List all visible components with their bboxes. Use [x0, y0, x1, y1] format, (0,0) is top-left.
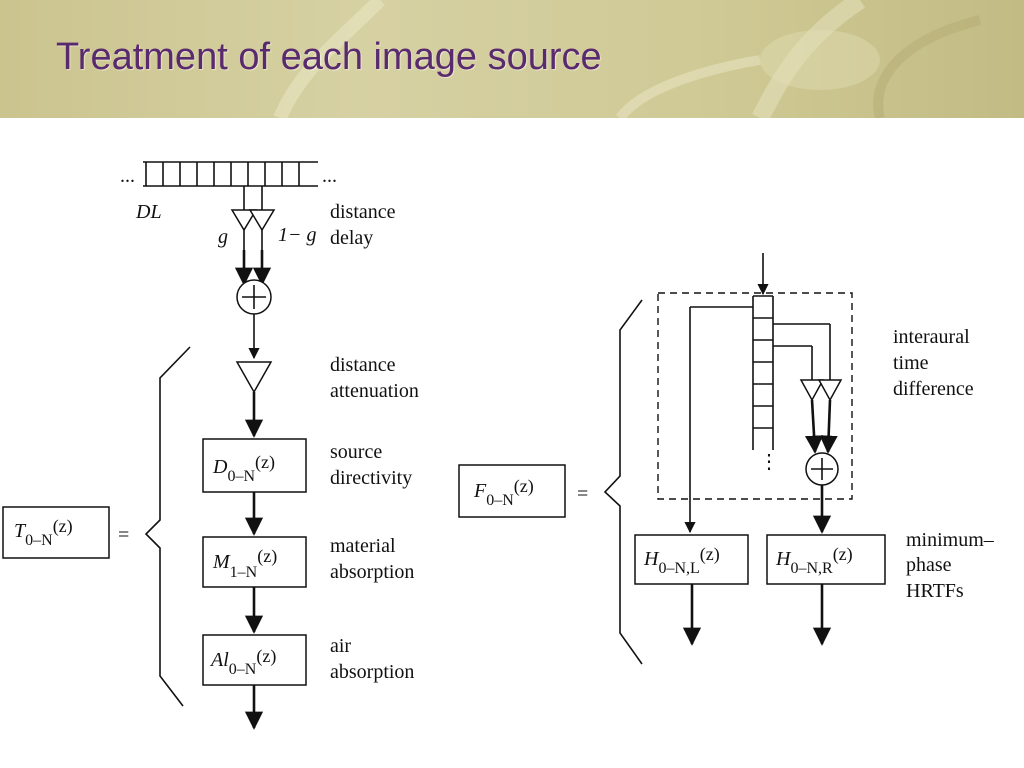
itd-gain-2 [817, 379, 843, 402]
material-absorption-box [202, 536, 307, 588]
HL-formula: H0–N,L(z) [643, 544, 720, 577]
D-formula: D0–N(z) [212, 452, 275, 485]
slide-header: Treatment of each image source [0, 0, 1024, 118]
minimum-phase-hrtfs-label: minimum– phase HRTFs [906, 529, 999, 602]
gain-g-label: g [218, 226, 228, 248]
source-directivity-box [202, 438, 307, 493]
attenuation-triangle [235, 361, 273, 394]
distance-attenuation-label: distance attenuation [330, 354, 419, 402]
left-brace [144, 346, 191, 707]
tap-gains [230, 186, 276, 286]
delay-line-vdots: ⋮ [759, 451, 779, 473]
delay-line [143, 161, 318, 187]
T-formula: T0–N(z) [14, 516, 73, 549]
HRTF-right-box [766, 534, 886, 585]
itd-dashed-region [657, 292, 853, 500]
F-formula: F0–N(z) [473, 476, 534, 509]
delay-line-ellipsis-right: ... [322, 165, 337, 187]
A-formula: Al0–N(z) [209, 646, 276, 678]
delay-line-label: DL [135, 201, 162, 223]
delay-line-ellipsis-left: ... [120, 165, 135, 187]
summer-left [236, 279, 272, 315]
left-equals-sign: = [118, 524, 129, 546]
HR-formula: H0–N,R(z) [775, 544, 853, 577]
right-equals-sign: = [577, 483, 588, 505]
vertical-delay-line [752, 295, 774, 450]
interaural-time-difference-label: interaural time difference [893, 326, 975, 400]
summer-right [805, 452, 839, 486]
gain-one-minus-g-label: 1− g [278, 224, 317, 246]
M-formula: M1–N(z) [212, 546, 277, 581]
slide-title: Treatment of each image source [56, 36, 602, 78]
header-background-art [273, 0, 982, 118]
HRTF-left-box [634, 534, 749, 585]
air-absorption-box [202, 634, 307, 686]
itd-gain-1 [799, 379, 825, 402]
distance-delay-label: distance delay [330, 201, 401, 249]
material-absorption-label: material absorption [330, 535, 414, 583]
air-absorption-label: air absorption [330, 635, 414, 683]
F-box [458, 464, 566, 518]
source-directivity-label: source directivity [330, 441, 412, 489]
right-brace [603, 299, 643, 665]
T-box [2, 506, 110, 559]
